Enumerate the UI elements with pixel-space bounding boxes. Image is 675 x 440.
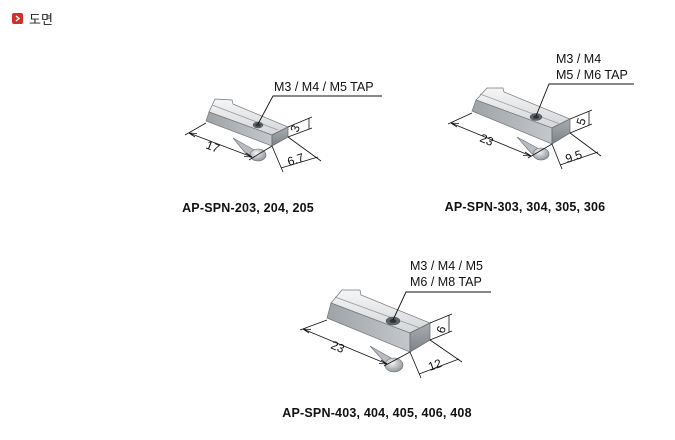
nut-illustration-1: [205, 98, 289, 162]
part-caption-1: AP-SPN-203, 204, 205: [182, 201, 314, 215]
dim-length-2: 23: [478, 131, 496, 149]
dim-width-2: 9.5: [564, 147, 585, 166]
chevron-right-icon: [12, 13, 23, 24]
section-header: 도면: [12, 9, 53, 28]
tap-label-2b: M5 / M6 TAP: [556, 68, 628, 82]
part-drawing-3: M3 / M4 / M5 M6 / M8 TAP 23 6 12 AP-SPN-…: [282, 259, 491, 420]
part-caption-3: AP-SPN-403, 404, 405, 406, 408: [282, 406, 471, 420]
dim-height-1: 3: [288, 123, 303, 134]
tap-label-2a: M3 / M4: [556, 52, 601, 66]
tap-label-3b: M6 / M8 TAP: [410, 275, 482, 289]
dim-width-1: 6.7: [286, 150, 307, 169]
dim-height-2: 5: [574, 116, 589, 127]
nut-illustration-3: [326, 289, 431, 373]
tap-label-1: M3 / M4 / M5 TAP: [274, 80, 374, 94]
dim-height-3: 6: [434, 324, 449, 335]
dim-length-1: 17: [204, 138, 222, 156]
part-caption-2: AP-SPN-303, 304, 305, 306: [445, 200, 606, 214]
section-title: 도면: [29, 12, 53, 27]
tap-label-3a: M3 / M4 / M5: [410, 259, 483, 273]
nut-illustration-2: [471, 87, 571, 161]
dim-width-3: 12: [426, 356, 444, 374]
part-drawing-2: M3 / M4 M5 / M6 TAP 23 5 9.5 AP-SPN-303,…: [445, 52, 634, 214]
part-drawing-1: M3 / M4 / M5 TAP 17 3 6.7 AP-SPN-203, 20…: [182, 80, 382, 215]
dim-length-3: 23: [329, 338, 347, 356]
